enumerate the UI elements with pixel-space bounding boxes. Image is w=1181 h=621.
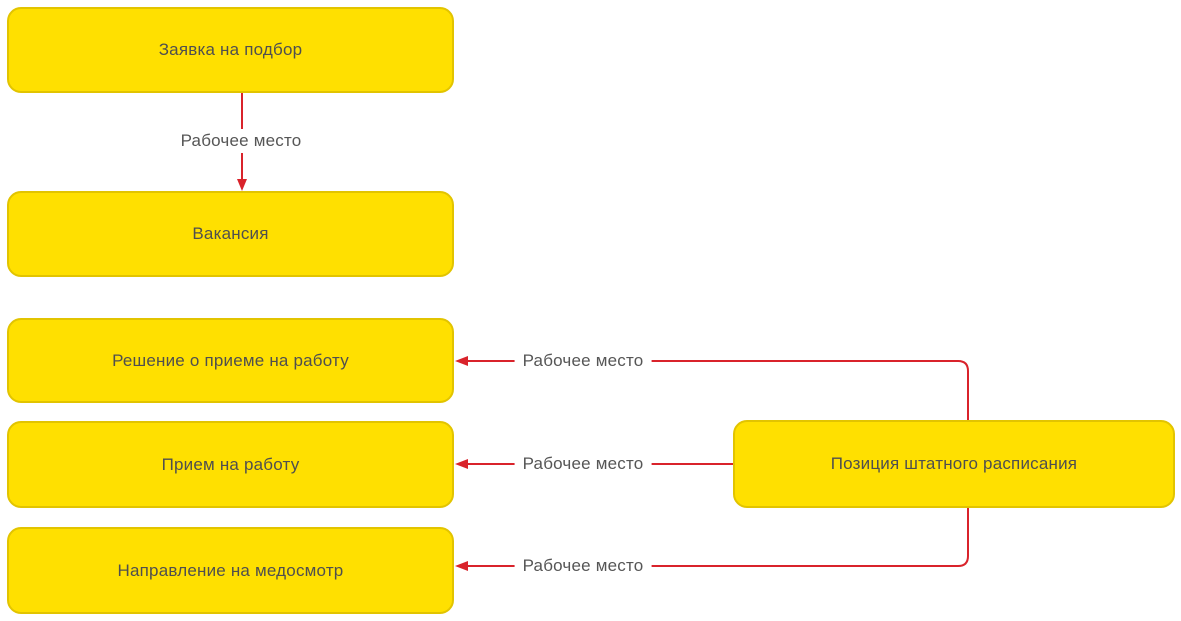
node-zayavka-na-podbor: Заявка на подбор xyxy=(7,7,454,93)
edge-label-rabochee-mesto: Рабочее место xyxy=(172,129,310,153)
edge-label-rabochee-mesto: Рабочее место xyxy=(514,349,652,373)
connector-line xyxy=(467,508,969,567)
arrowhead-left-icon xyxy=(455,561,468,571)
arrowhead-down-icon xyxy=(237,179,247,191)
arrowhead-left-icon xyxy=(455,356,468,366)
node-napravlenie-na-medosmotr: Направление на медосмотр xyxy=(7,527,454,614)
node-label: Прием на работу xyxy=(161,454,300,474)
arrowhead-left-icon xyxy=(455,459,468,469)
node-vakansiya: Вакансия xyxy=(7,191,454,277)
connector-pozitsiya-reshenie xyxy=(455,356,969,420)
node-label: Позиция штатного расписания xyxy=(830,454,1078,473)
node-reshenie-o-prieme: Решение о приеме на работу xyxy=(7,318,454,403)
node-label: Решение о приеме на работу xyxy=(112,350,349,370)
node-label: Направление на медосмотр xyxy=(117,560,344,580)
node-label: Заявка на подбор xyxy=(158,40,303,59)
edge-label-rabochee-mesto: Рабочее место xyxy=(514,554,652,578)
connector-line xyxy=(467,360,969,420)
connector-pozitsiya-napravlenie xyxy=(455,508,969,571)
node-pozitsiya-shtatnogo-raspisaniya: Позиция штатного расписания xyxy=(733,420,1175,508)
node-label: Вакансия xyxy=(192,224,269,243)
node-priem-na-rabotu: Прием на работу xyxy=(7,421,454,508)
edge-label-rabochee-mesto: Рабочее место xyxy=(514,452,652,476)
